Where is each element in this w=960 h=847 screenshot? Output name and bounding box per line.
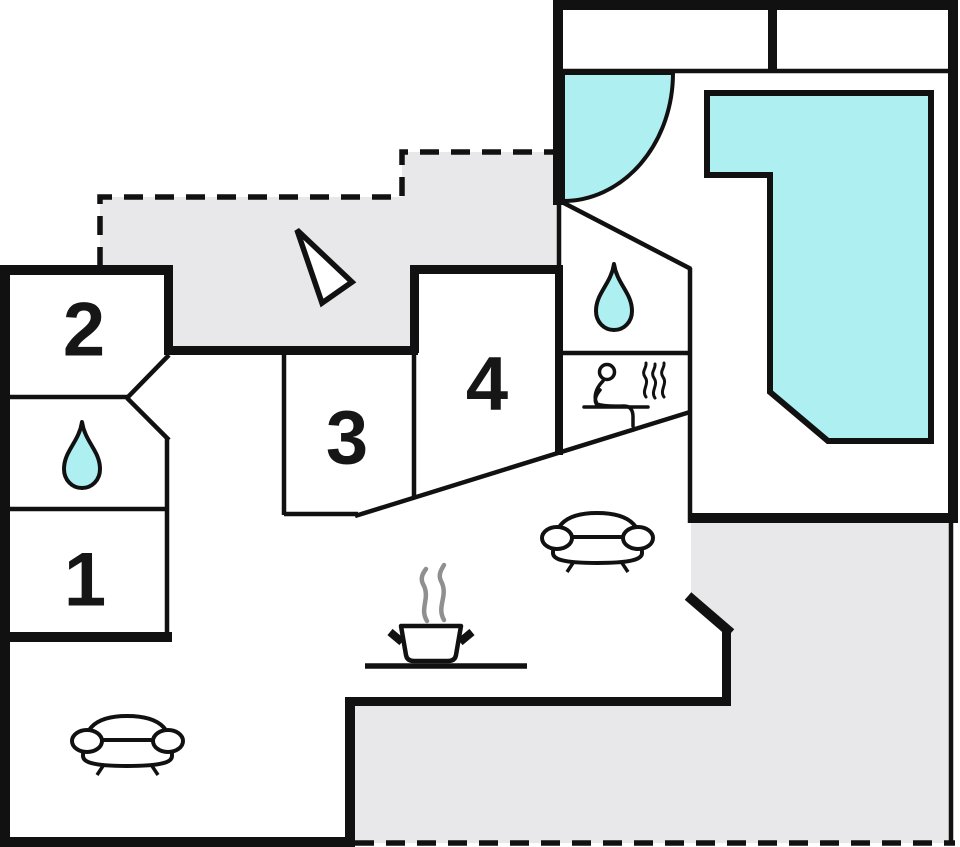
sofa-icon-living <box>70 714 185 777</box>
sofa-icon-lounge <box>540 511 655 574</box>
wall-hall-top <box>164 346 418 355</box>
line-bath-chamfer <box>125 396 171 442</box>
icons <box>62 228 667 777</box>
terrace-top <box>100 152 557 350</box>
line-living-diagonal <box>354 409 691 519</box>
wall-lower-step-vertical <box>345 698 355 847</box>
stove-icon <box>365 562 527 669</box>
wall-room2-top <box>0 265 173 275</box>
sauna-person-body <box>593 379 635 428</box>
stove-handles <box>387 628 475 646</box>
wall-entry-rooms-divider <box>768 5 777 72</box>
sauna-person-head <box>597 362 617 382</box>
terraces <box>100 152 953 843</box>
north-arrow-icon <box>294 228 357 308</box>
wall-right <box>948 0 958 523</box>
pool <box>704 90 934 444</box>
wall-room2-right <box>164 265 173 353</box>
stove-steam <box>419 562 447 624</box>
wall-poolroom-bottom <box>688 513 958 523</box>
wall-poolhouse-left <box>553 0 563 205</box>
wall-top-poolhouse <box>553 0 958 10</box>
terrace-top-dashed-edge <box>97 149 559 266</box>
line-room2-chamfer <box>125 353 171 400</box>
wall-room1-bottom <box>0 632 172 642</box>
wall-corner-diagonal <box>684 592 735 637</box>
sauna-steam <box>642 361 667 400</box>
wall-room4-top <box>410 265 563 274</box>
wall-bottom-left <box>0 837 355 847</box>
sauna-icon <box>582 361 667 428</box>
terrace-bottom <box>355 523 953 843</box>
partitions <box>8 68 954 841</box>
water-drop-icon-shower <box>594 262 634 332</box>
wall-step-vertical <box>410 265 419 353</box>
wall-left <box>0 265 10 847</box>
room-1-label: 1 <box>64 538 106 623</box>
line-shower-top-diagonal <box>558 199 693 271</box>
water-drop-icon-bathroom <box>62 420 102 490</box>
wall-corner-vertical <box>722 628 731 703</box>
room-3-label: 3 <box>326 396 368 481</box>
room-labels: 2 1 3 4 <box>63 288 508 623</box>
door-swing-arc <box>561 71 676 204</box>
water-features <box>561 71 934 444</box>
stove-pot <box>398 623 464 664</box>
dashed-boundaries <box>97 149 955 846</box>
room-2-label: 2 <box>63 288 105 373</box>
wall-sauna-left <box>555 265 563 455</box>
wall-mid-bottom <box>345 697 731 706</box>
room-4-label: 4 <box>466 342 508 427</box>
